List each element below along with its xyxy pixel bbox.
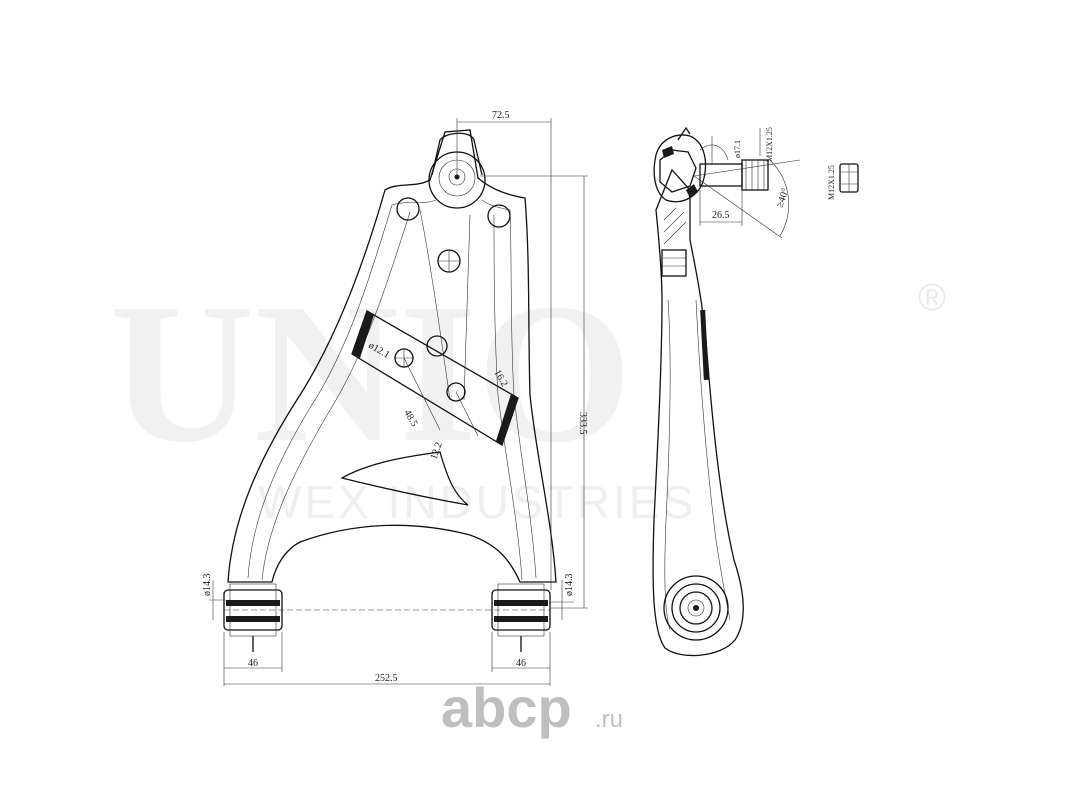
control-arm-side-view: ø17.1 M12X1.25 26.5 ≥40° [652,126,801,657]
dim-right-bushing-len: 46 [516,658,526,669]
dim-stud-thread: M12X1.25 [765,127,774,162]
control-arm-front-view: 72.5 333.5 ø14.3 ø14.3 46 46 252.5 ø12.1… [202,110,588,686]
watermark-brand: UNIO [110,263,632,484]
dim-left-bushing-len: 46 [248,658,258,669]
bracket-plate [351,310,519,446]
left-bushing [223,583,283,652]
dim-total-width: 252.5 [375,673,398,684]
dim-right-bushing-dia: ø14.3 [564,574,575,597]
watermark-subtitle: WEX INDUSTRIES [258,476,696,528]
dim-top-width: 72.5 [492,110,510,121]
site-logo-name: abcp [441,676,572,739]
right-bushing [491,583,551,652]
site-logo: abcp .ru [441,676,623,739]
watermark: UNIO ® WEX INDUSTRIES [110,263,946,528]
dim-height: 333.5 [577,412,588,435]
dim-left-bushing-dia: ø14.3 [202,574,213,597]
dimension-lines [209,118,588,686]
site-logo-tld: .ru [595,706,623,733]
dim-nut-thread: M12X1.25 [827,165,836,200]
watermark-registered: ® [918,277,946,319]
dim-stud-len: 26.5 [712,210,730,221]
castle-nut: M12X1.25 [827,163,859,200]
dim-stud-dia: ø17.1 [733,140,742,158]
